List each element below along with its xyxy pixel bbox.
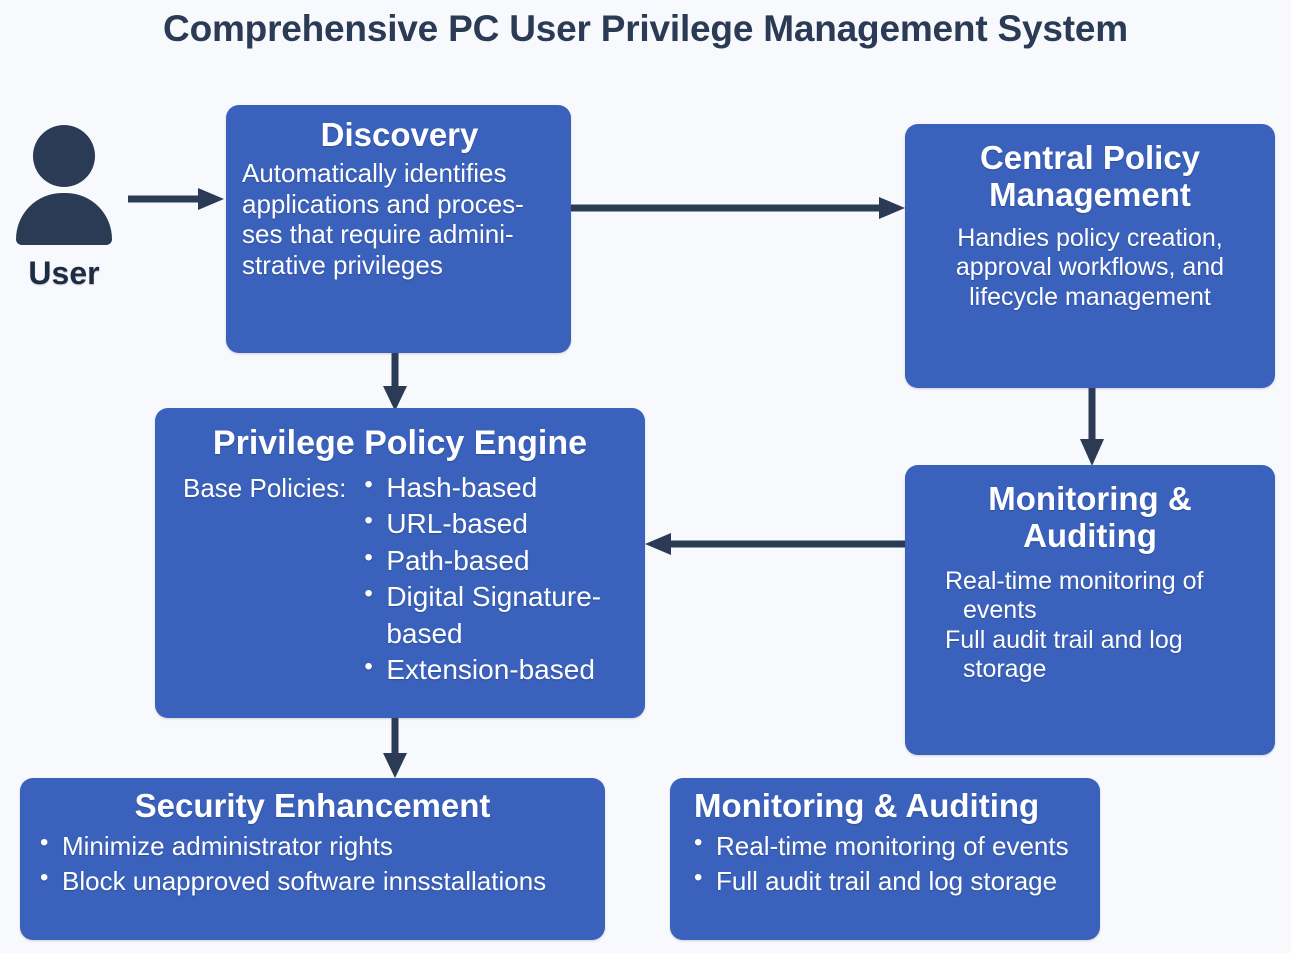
user-icon-body — [16, 193, 112, 245]
page-title: Comprehensive PC User Privilege Manageme… — [163, 8, 1128, 49]
node-discovery-title: Discovery — [320, 116, 479, 153]
arrow-central-policy-to-monitoring — [1080, 388, 1104, 466]
node-central-policy-body-line: lifecycle management — [969, 282, 1211, 311]
node-security-enhancement[interactable]: Security Enhancement Minimize administra… — [20, 778, 605, 940]
arrow-user-to-discovery — [128, 188, 224, 210]
list-item: Hash-based — [362, 469, 635, 506]
node-policy-engine-title: Privilege Policy Engine — [212, 424, 588, 462]
node-monitoring-title-line: Monitoring — [988, 480, 1159, 517]
monitoring-summary-list: Real-time monitoring of events Full audi… — [686, 827, 1088, 899]
node-central-policy-body-line: approval workflows, and — [955, 253, 1225, 282]
node-discovery-body-line: ses that require admini- — [242, 219, 514, 250]
arrow-discovery-to-central-policy — [571, 197, 905, 219]
actor-user-label: User — [28, 255, 100, 291]
list-item: Full audit trail and log storage — [686, 862, 1088, 899]
list-item: URL-based — [362, 505, 635, 542]
node-central-policy-title: Central Policy Management — [919, 139, 1261, 214]
security-enhancement-list: Minimize administrator rights Block unap… — [32, 827, 593, 899]
base-policies-list: Hash-based URL-based Path-based Digital … — [346, 469, 635, 688]
list-item: Minimize administrator rights — [32, 827, 593, 864]
list-item: Real-time monitoring of events — [686, 827, 1088, 864]
list-item: Extension-based — [362, 651, 635, 688]
node-monitoring-auditing[interactable]: Monitoring & Auditing Real-time monitori… — [905, 465, 1275, 755]
node-discovery-body: Automatically identifies applications an… — [242, 158, 557, 281]
node-discovery-body-line: Automatically identifies — [242, 157, 507, 188]
node-monitoring-summary-title: Monitoring & Auditing — [694, 787, 1040, 824]
node-central-policy-title-line: Management — [989, 175, 1191, 213]
node-discovery-body-line: strative privileges — [242, 249, 443, 280]
node-central-policy-body: Handies policy creation, approval workfl… — [919, 224, 1261, 313]
user-icon-head — [33, 125, 95, 187]
node-central-policy-body-line: Handies policy creation, — [957, 223, 1223, 252]
list-item: Path-based — [362, 542, 635, 579]
node-policy-engine-content: Base Policies: Hash-based URL-based Path… — [165, 469, 635, 688]
node-monitoring-body-line: Full audit trail and log storage — [945, 625, 1183, 684]
node-central-policy-management[interactable]: Central Policy Management Handies policy… — [905, 124, 1275, 388]
node-discovery-body-line: applications and proces- — [242, 188, 524, 219]
user-icon — [14, 125, 114, 245]
node-monitoring-body-line: Real-time monitoring of events — [945, 566, 1204, 625]
arrow-policy-engine-to-security — [383, 718, 407, 778]
list-item: Digital Signature-based — [362, 578, 635, 652]
node-central-policy-title-line: Central Policy — [979, 139, 1201, 176]
node-monitoring-auditing-summary[interactable]: Monitoring & Auditing Real-time monitori… — [670, 778, 1100, 940]
base-policies-label: Base Policies: — [183, 473, 347, 504]
node-security-title: Security Enhancement — [134, 787, 491, 824]
node-monitoring-title: Monitoring & Auditing — [919, 480, 1261, 555]
node-privilege-policy-engine[interactable]: Privilege Policy Engine Base Policies: H… — [155, 408, 645, 718]
arrow-discovery-to-policy-engine — [383, 353, 407, 411]
list-item: Block unapproved software innsstallation… — [32, 862, 593, 899]
node-monitoring-body: Real-time monitoring of events Full audi… — [919, 567, 1261, 685]
node-monitoring-title-line: & Auditing — [1023, 480, 1192, 554]
arrow-monitoring-to-policy-engine — [645, 533, 907, 555]
node-discovery[interactable]: Discovery Automatically identifies appli… — [226, 105, 571, 353]
actor-user: User — [14, 125, 114, 292]
